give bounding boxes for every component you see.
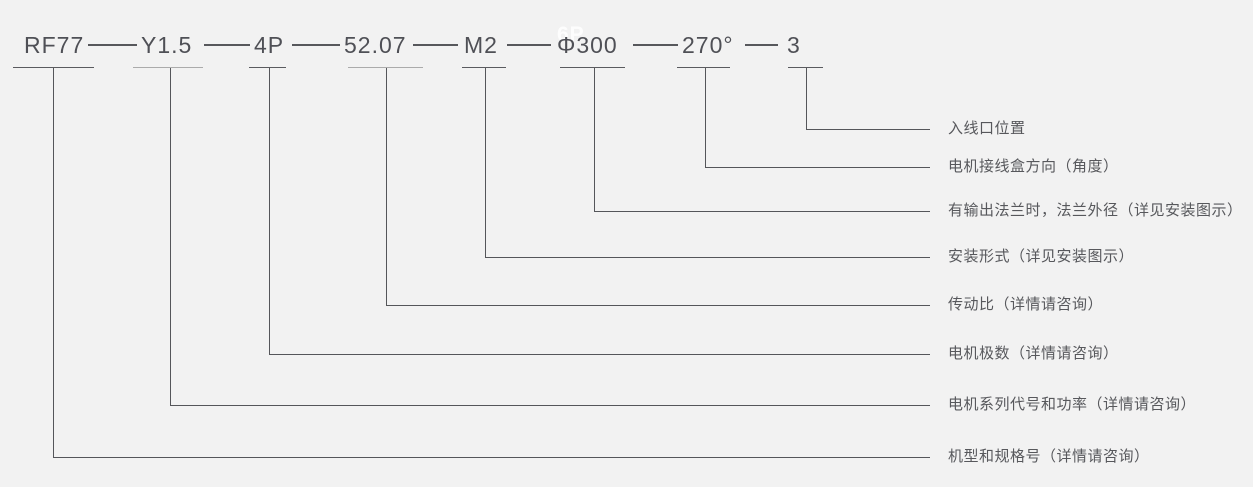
connector-vline — [705, 68, 706, 167]
model-segment-ratio: 52.07 — [344, 32, 407, 58]
connector-hline — [806, 129, 930, 130]
connector-tbar — [677, 67, 730, 68]
dash-separator — [204, 44, 250, 46]
connector-tbar — [560, 67, 625, 68]
dash-separator — [633, 44, 678, 46]
model-segment-motor-series: Y1.5 — [141, 32, 193, 58]
model-segment-cable-entry: 3 — [787, 32, 801, 58]
dash-separator — [413, 44, 458, 46]
model-segment-gear-type: RF77 — [24, 32, 85, 58]
connector-vline — [806, 68, 807, 129]
label-cable-entry-position: 入线口位置 — [948, 120, 1026, 137]
connector-hline — [485, 257, 930, 258]
watermark-text: 6P — [557, 23, 585, 46]
connector-tbar — [13, 67, 94, 68]
label-machine-type-spec: 机型和规格号（详情请咨询） — [948, 448, 1150, 465]
model-segment-flange: Φ300 — [557, 32, 618, 58]
dash-separator — [292, 44, 340, 46]
model-segment-terminal-box: 270° — [682, 32, 734, 58]
label-motor-series-power: 电机系列代号和功率（详情请咨询） — [948, 396, 1197, 413]
connector-tbar — [133, 67, 203, 68]
connector-tbar — [348, 67, 423, 68]
connector-hline — [53, 457, 930, 458]
connector-hline — [594, 211, 930, 212]
dash-separator — [745, 44, 778, 46]
model-segment-poles: 4P — [254, 32, 285, 58]
connector-tbar — [249, 67, 286, 68]
connector-vline — [594, 68, 595, 211]
connector-hline — [269, 354, 930, 355]
connector-vline — [170, 68, 171, 405]
connector-tbar — [462, 67, 506, 68]
dash-separator — [507, 44, 551, 46]
dash-separator — [88, 44, 137, 46]
connector-tbar — [788, 67, 823, 68]
connector-vline — [485, 68, 486, 257]
label-mounting-type: 安装形式（详见安装图示） — [948, 248, 1135, 265]
connector-hline — [386, 305, 930, 306]
model-segment-mounting: M2 — [464, 32, 498, 58]
label-motor-poles: 电机极数（详情请咨询） — [948, 345, 1119, 362]
connector-vline — [386, 68, 387, 305]
label-transmission-ratio: 传动比（详情请咨询） — [948, 296, 1104, 313]
connector-hline — [705, 167, 930, 168]
label-output-flange-diameter: 有输出法兰时，法兰外径（详见安装图示） — [948, 202, 1243, 219]
connector-vline — [53, 68, 54, 457]
connector-vline — [269, 68, 270, 354]
connector-hline — [170, 405, 930, 406]
label-terminal-box-direction: 电机接线盒方向（角度） — [948, 158, 1119, 175]
